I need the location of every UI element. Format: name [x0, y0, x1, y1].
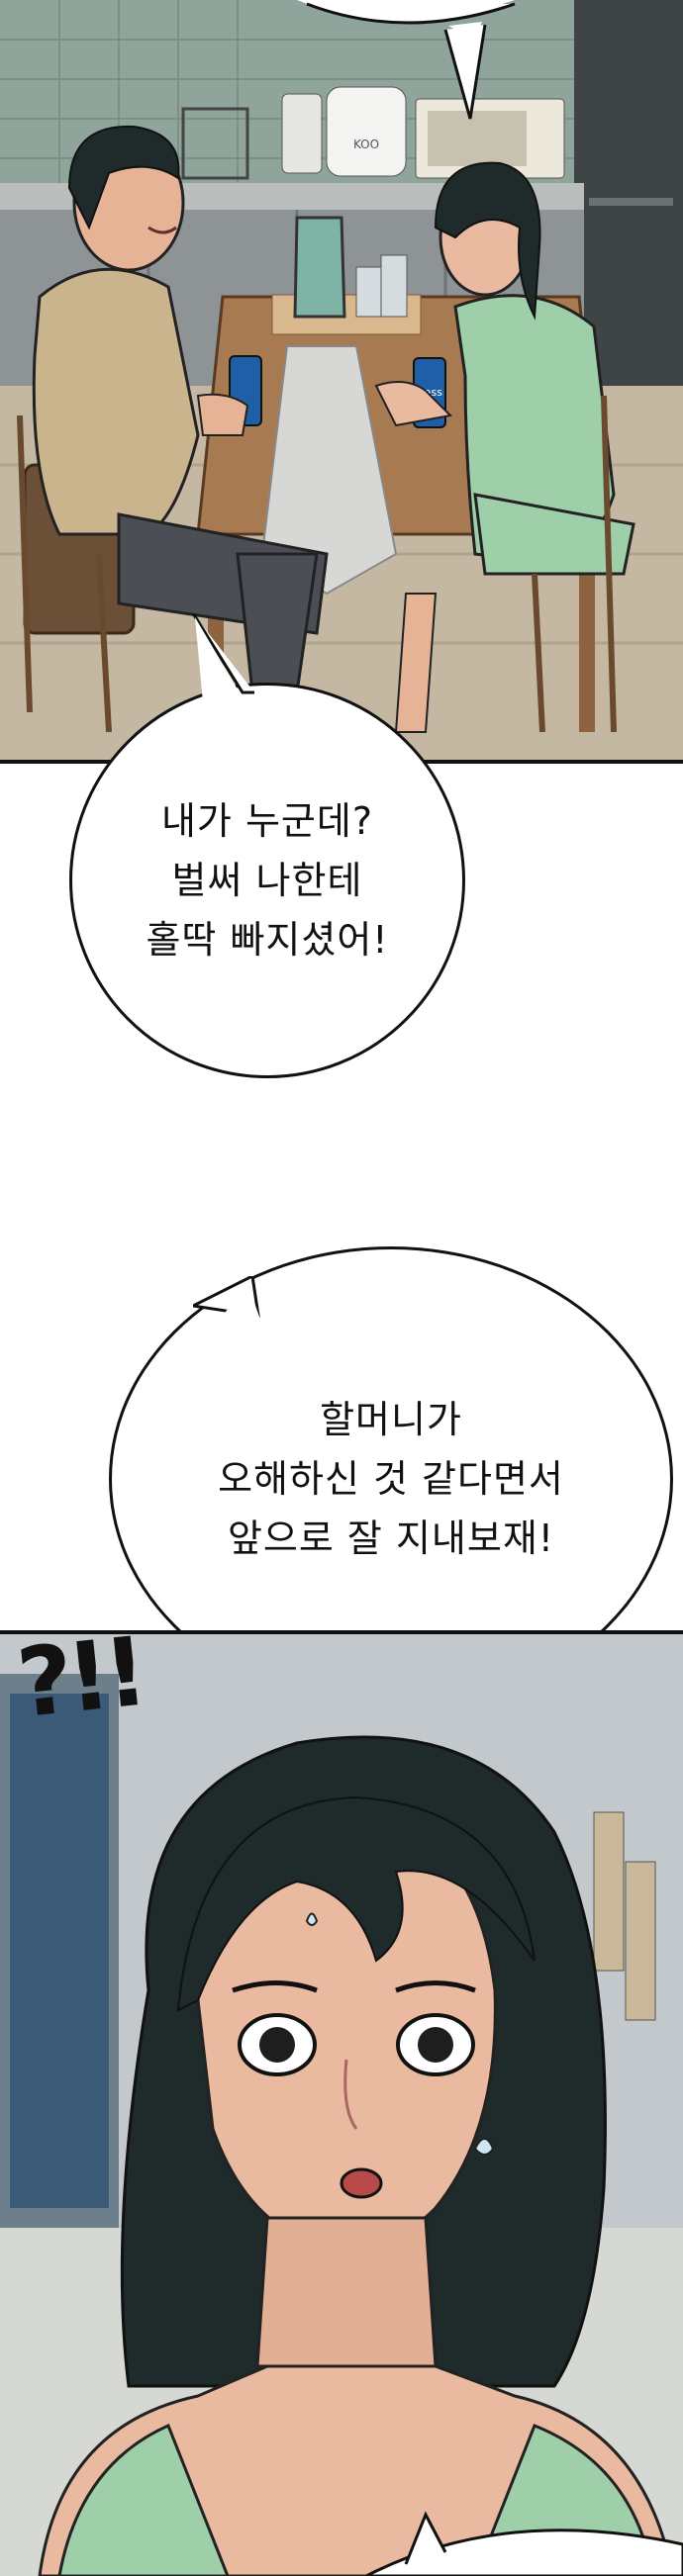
speech-bubble-1-text: 내가 누군데? 벌써 나한테 홀딱 빠지셨어!: [146, 799, 389, 962]
bubble-top-fragment: [297, 0, 516, 120]
kitchen-illustration: KOO Cass: [0, 0, 683, 760]
bubble-bottom-fragment: [366, 2511, 683, 2576]
panel-closeup: [0, 1630, 683, 2576]
woman-closeup-illustration: [0, 1634, 683, 2576]
panel-kitchen: KOO Cass: [0, 0, 683, 764]
speech-bubble-1: 내가 누군데? 벌써 나한테 홀딱 빠지셨어!: [69, 683, 465, 1078]
speech-bubble-2-text: 할머니가 오해하신 것 같다면서 앞으로 잘 지내보재!: [218, 1398, 564, 1560]
speech-bubble-2-tail: [193, 1276, 260, 1320]
sfx-surprise: ?!!: [12, 1615, 147, 1740]
speech-bubble-1-tail: [191, 613, 256, 702]
rice-cooker-label: KOO: [353, 138, 379, 151]
